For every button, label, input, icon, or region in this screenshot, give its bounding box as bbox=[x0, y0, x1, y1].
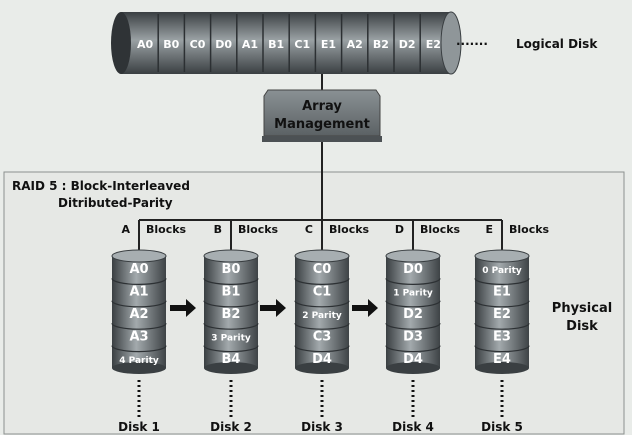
disk-name: Disk 3 bbox=[301, 420, 343, 434]
disk-name: Disk 2 bbox=[210, 420, 252, 434]
disk-name: Disk 1 bbox=[118, 420, 160, 434]
disk-blocks-label: Blocks bbox=[238, 223, 279, 236]
array-label-line2: Management bbox=[274, 117, 370, 132]
array-label-line1: Array bbox=[302, 99, 342, 114]
logical-disk: A0 B0 C0 D0 A1 B1 C1 E1 A2 B2 D2 E2 ······· Logical… bbox=[111, 11, 598, 75]
logical-block-label: D0 bbox=[215, 38, 232, 51]
disk-segment-label: C3 bbox=[313, 329, 332, 344]
disk-letter: D bbox=[395, 223, 404, 236]
disk-segment-label: D3 bbox=[403, 329, 423, 344]
disk-blocks-label: Blocks bbox=[329, 223, 370, 236]
disk-letter: A bbox=[121, 223, 130, 236]
disk-blocks-label: Blocks bbox=[509, 223, 550, 236]
disk-segment-label: A1 bbox=[129, 285, 148, 300]
disk-blocks-label: Blocks bbox=[146, 223, 187, 236]
disk-segment-label: D4 bbox=[312, 352, 332, 367]
disk-segment-label: 2 Parity bbox=[302, 311, 342, 321]
disk-segment-label: B1 bbox=[222, 285, 241, 300]
raid-title-line1: RAID 5 : Block-Interleaved bbox=[12, 179, 190, 193]
logical-block-label: E2 bbox=[426, 38, 441, 51]
disk-segment-label: B4 bbox=[222, 352, 241, 367]
disk-segment-label: E1 bbox=[493, 285, 511, 300]
disk-segment-label: A2 bbox=[129, 307, 148, 322]
disk-segment-label: A0 bbox=[129, 262, 148, 277]
disk-segment-label: D0 bbox=[403, 262, 423, 277]
logical-block-label: A1 bbox=[242, 38, 258, 51]
arrow-1-2-icon bbox=[170, 299, 196, 317]
disk-segment-label: E4 bbox=[493, 352, 511, 367]
arrows bbox=[170, 299, 378, 317]
logical-block-label: C0 bbox=[190, 38, 206, 51]
disk-segment-label: C1 bbox=[313, 285, 332, 300]
disk-segment-label: 1 Parity bbox=[393, 289, 433, 299]
arrow-2-3-icon bbox=[260, 299, 286, 317]
physical-disk-line1: Physical bbox=[552, 301, 612, 316]
raid-title-line2: Ditributed-Parity bbox=[58, 196, 173, 210]
logical-block-label: B0 bbox=[163, 38, 179, 51]
disk-blocks-label: Blocks bbox=[420, 223, 461, 236]
logical-block-label: E1 bbox=[321, 38, 336, 51]
logical-block-label: A2 bbox=[347, 38, 363, 51]
logical-block-label: C1 bbox=[294, 38, 310, 51]
arrow-3-4-icon bbox=[352, 299, 378, 317]
disk-segment-label: A3 bbox=[129, 329, 148, 344]
disk-name: Disk 5 bbox=[481, 420, 523, 434]
disk-segment-label: B0 bbox=[222, 262, 241, 277]
disk-segment-label: 0 Parity bbox=[482, 266, 522, 276]
disk-segment-label: C0 bbox=[313, 262, 332, 277]
logical-block-label: B2 bbox=[373, 38, 389, 51]
logical-dots: ······· bbox=[456, 37, 488, 51]
physical-disk-line2: Disk bbox=[566, 319, 598, 334]
disk-segment-label: 4 Parity bbox=[119, 356, 159, 366]
array-management: Array Management bbox=[262, 89, 382, 142]
logical-disk-label: Logical Disk bbox=[516, 37, 598, 51]
disk-segment-label: E2 bbox=[493, 307, 511, 322]
disk-segment-label: E3 bbox=[493, 329, 511, 344]
disk-letter: E bbox=[485, 223, 493, 236]
logical-block-label: D2 bbox=[399, 38, 416, 51]
logical-block-label: B1 bbox=[268, 38, 284, 51]
disk-letter: C bbox=[305, 223, 313, 236]
disk-name: Disk 4 bbox=[392, 420, 434, 434]
disk-segment-label: 3 Parity bbox=[211, 333, 251, 343]
logical-block-label: A0 bbox=[137, 38, 154, 51]
disk-segment-label: B2 bbox=[222, 307, 241, 322]
disk-segment-label: D4 bbox=[403, 352, 423, 367]
disk-letter: B bbox=[214, 223, 222, 236]
disk-segment-label: D2 bbox=[403, 307, 423, 322]
